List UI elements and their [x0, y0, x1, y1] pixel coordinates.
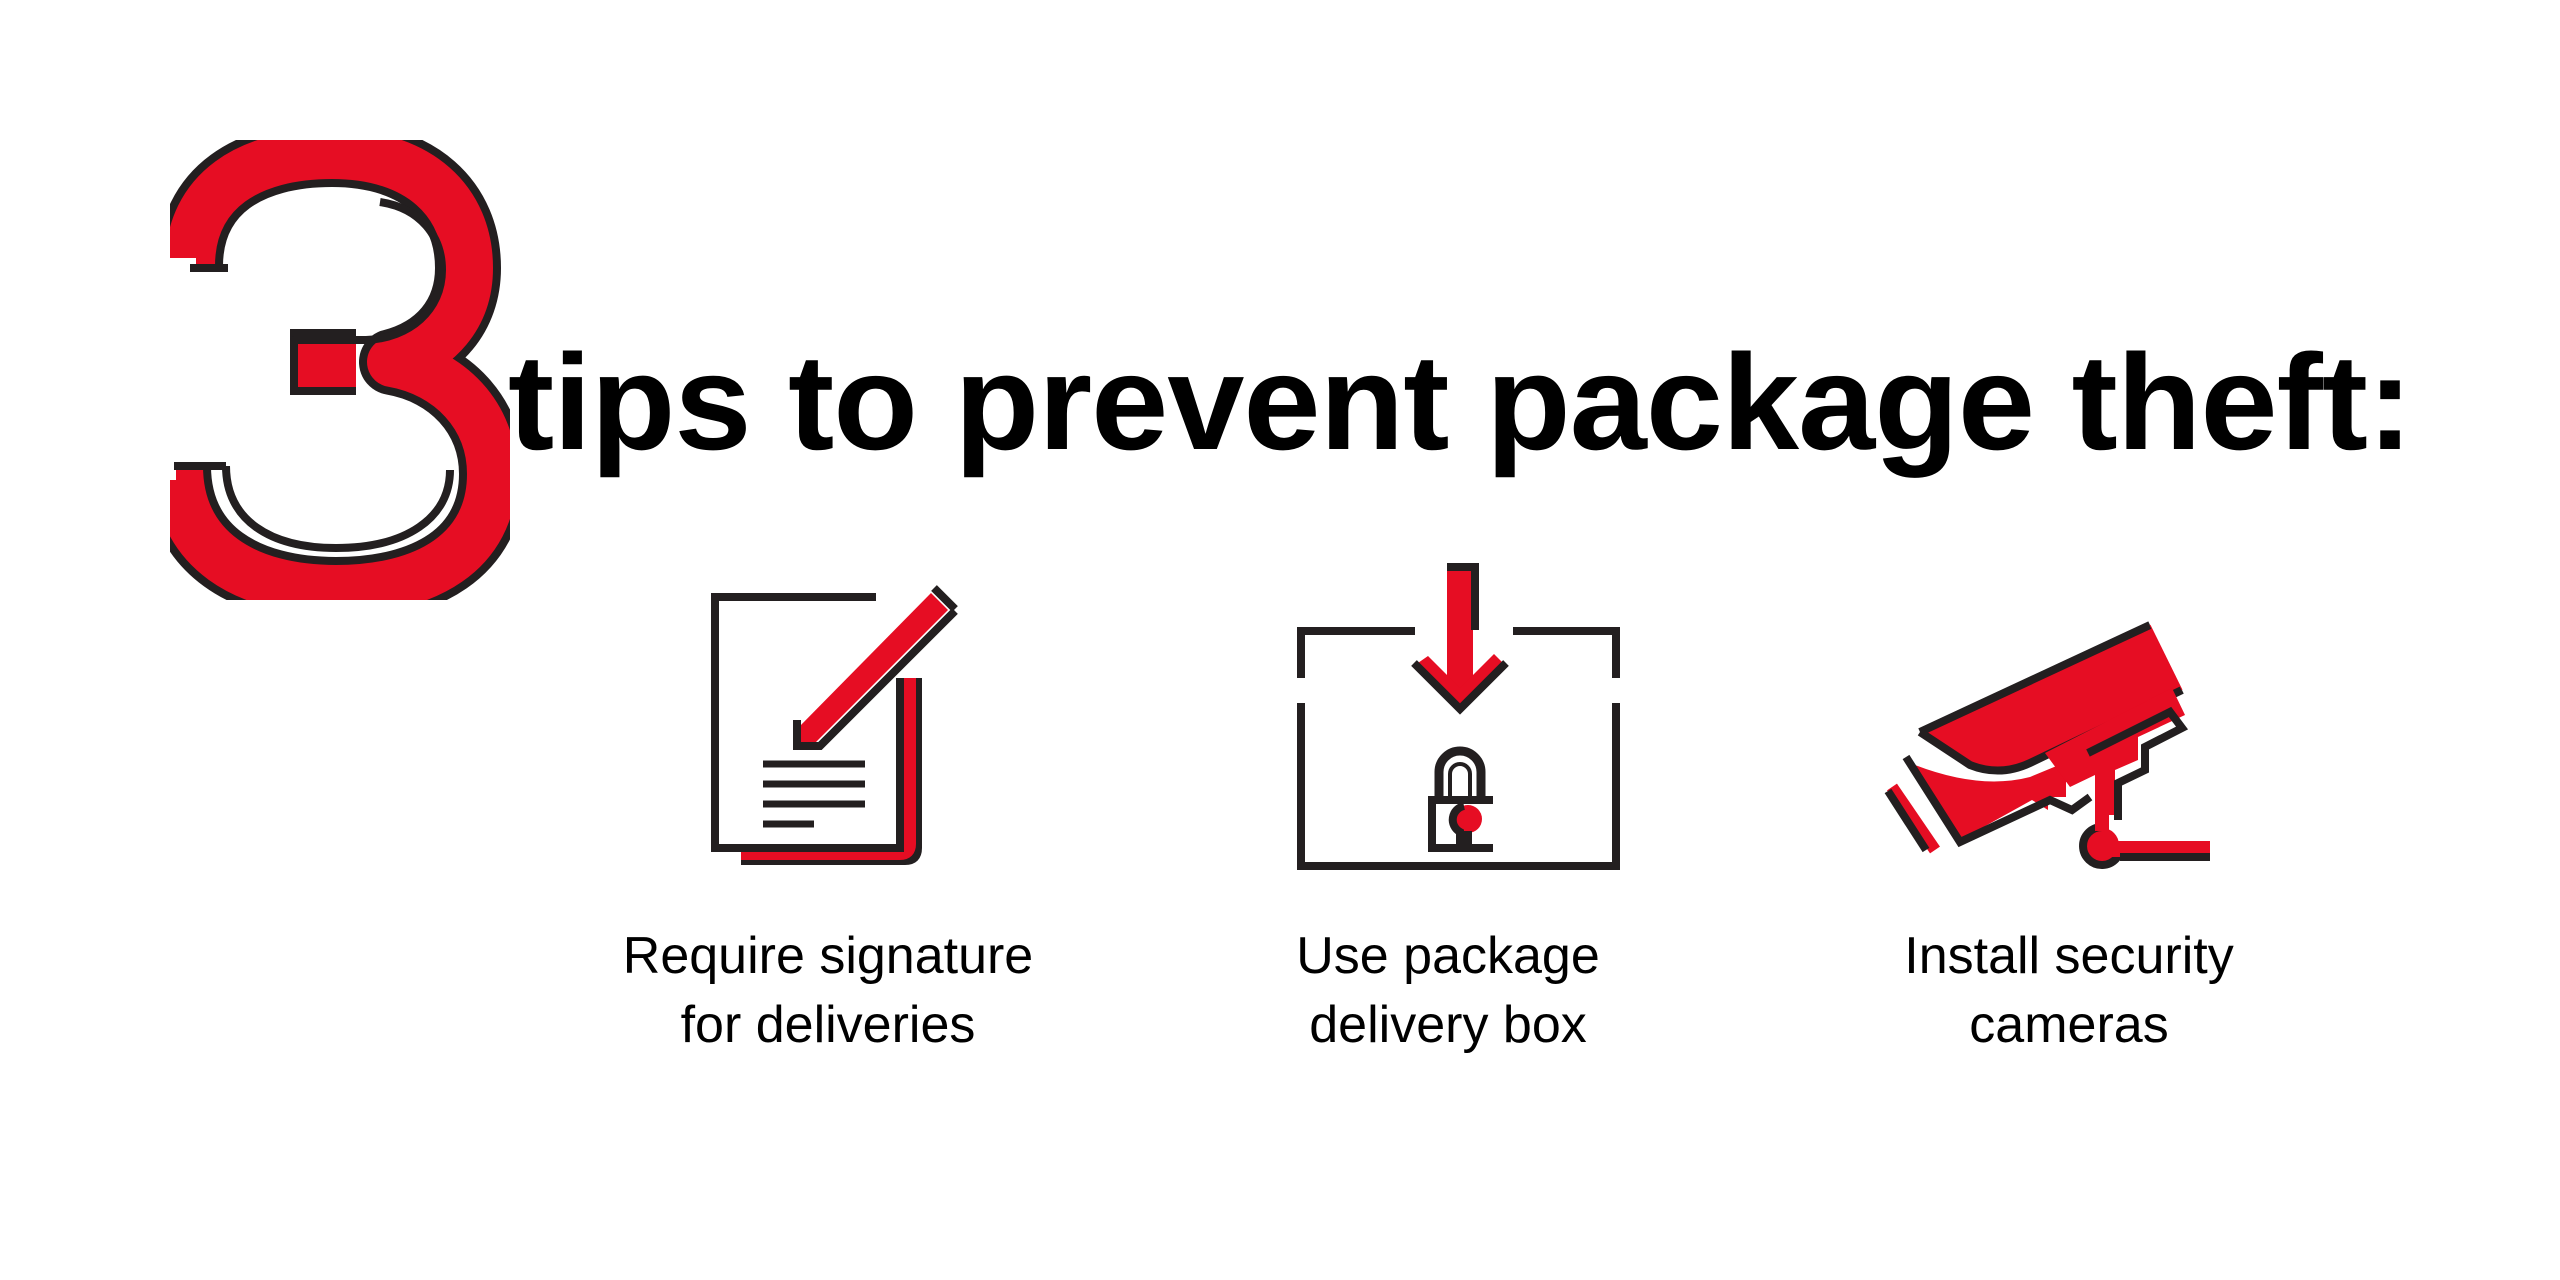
tip-caption-line2: cameras — [1969, 996, 2169, 1054]
security-camera-icon — [1880, 605, 2220, 885]
tip-caption-line2: delivery box — [1309, 996, 1587, 1054]
tip-caption-line1: Require signature — [622, 927, 1034, 985]
tip-caption-line2: for deliveries — [680, 996, 976, 1054]
locked-delivery-box-icon — [1290, 550, 1630, 880]
tip-caption-delivery-box: Use package delivery box — [1168, 922, 1728, 1060]
document-signature-icon — [700, 565, 960, 885]
tip-caption-line1: Install security — [1904, 927, 2234, 985]
tip-caption-line1: Use package — [1296, 927, 1600, 985]
number-three-graphic — [140, 121, 525, 623]
tip-caption-signature: Require signature for deliveries — [548, 922, 1108, 1060]
page-title: tips to prevent package theft: — [508, 326, 2413, 478]
big-number-three — [140, 121, 525, 623]
tip-caption-cameras: Install security cameras — [1789, 922, 2349, 1060]
